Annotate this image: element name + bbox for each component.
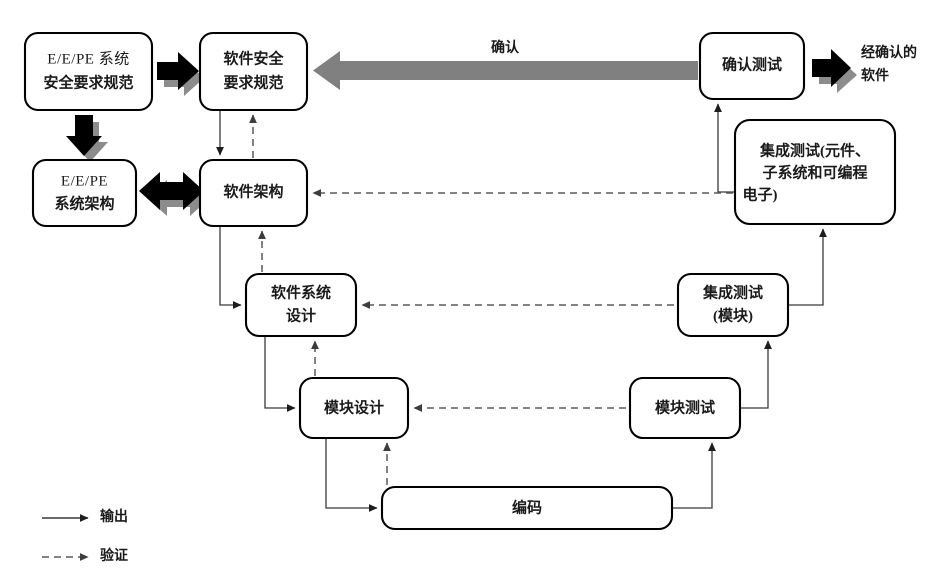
node-label-line-1: 集成测试(元件、 <box>759 141 870 159</box>
validated-software-line-2: 软件 <box>861 67 889 84</box>
node-label-line-1: 编码 <box>512 498 542 516</box>
node-label-line-3: 电子) <box>743 185 778 203</box>
edge-coding-to-module-test <box>672 442 716 509</box>
node-label-line-2: 要求规范 <box>223 73 283 91</box>
thick-arrow-req-to-software-req <box>157 52 204 96</box>
edge-integration-components-to-validation-test <box>714 103 735 193</box>
thick-arrow-validated-software <box>812 49 857 93</box>
node-label-line-2: 安全要求规范 <box>43 73 133 91</box>
node-box-rect[interactable] <box>244 272 358 338</box>
thick-arrow-icon-1 <box>157 52 199 90</box>
node-label-line-1: E/E/PE 系统 <box>47 50 129 67</box>
confirm-arrow-group: 确认 <box>313 39 698 90</box>
node-validation-test[interactable]: 确认测试 <box>698 31 806 101</box>
node-box-rect[interactable] <box>198 158 309 228</box>
output-flow-lines <box>216 103 827 512</box>
node-box-rect[interactable] <box>31 158 138 228</box>
node-label-line-1: 软件架构 <box>223 182 283 200</box>
node-label-line-1: 软件安全 <box>223 49 284 67</box>
node-label-line-1: 模块测试 <box>655 398 715 416</box>
node-box-rect[interactable] <box>23 31 154 112</box>
node-eepe-system-architecture[interactable]: E/E/PE 系统架构 <box>31 158 138 228</box>
confirm-arrow-icon <box>313 51 698 90</box>
thick-arrow-bidirectional-arch <box>139 172 210 216</box>
thick-arrow-icon-4 <box>812 49 851 87</box>
thick-arrow-req-to-system-arch <box>66 115 108 162</box>
thick-arrow-icon-2 <box>66 115 102 156</box>
edge-module-design-to-coding <box>325 438 378 512</box>
node-box-rect[interactable] <box>380 485 674 531</box>
node-module-test[interactable]: 模块测试 <box>628 376 742 440</box>
node-module-design[interactable]: 模块设计 <box>298 376 410 440</box>
node-software-architecture[interactable]: 软件架构 <box>198 158 309 228</box>
edge-system-design-to-module-design <box>264 336 296 412</box>
node-label-line-1: E/E/PE <box>61 173 108 189</box>
validated-software-line-1: 经确认的 <box>861 44 917 61</box>
confirm-arrow-label: 确认 <box>491 39 520 56</box>
node-label-line-2: 设计 <box>286 306 316 324</box>
node-eepe-safety-requirements[interactable]: E/E/PE 系统 安全要求规范 <box>23 31 154 112</box>
legend-item-output: 输出 <box>42 508 128 525</box>
node-label-line-1: 软件系统 <box>271 283 331 301</box>
node-label-line-1: 模块设计 <box>324 398 384 416</box>
node-box-rect[interactable] <box>628 376 742 440</box>
legend-label-output: 输出 <box>100 508 128 525</box>
node-coding[interactable]: 编码 <box>380 485 674 531</box>
node-software-system-design[interactable]: 软件系统 设计 <box>244 272 358 338</box>
node-box-rect[interactable] <box>298 376 410 440</box>
legend: 输出 验证 <box>42 508 128 564</box>
edge-architecture-to-system-design <box>219 226 242 309</box>
node-label-line-2: 系统架构 <box>54 194 114 212</box>
node-integration-test-module[interactable]: 集成测试 (模块) <box>676 272 790 338</box>
node-software-safety-requirements[interactable]: 软件安全 要求规范 <box>198 31 309 112</box>
node-integration-test-components[interactable]: 集成测试(元件、 子系统和可编程 电子) <box>733 118 897 226</box>
node-box-rect[interactable] <box>676 272 790 338</box>
node-label-line-2: 子系统和可编程 <box>762 163 867 181</box>
thick-arrow-icon-3 <box>139 172 204 210</box>
legend-item-verify: 验证 <box>42 547 128 564</box>
validated-software-label: 经确认的 软件 <box>861 44 917 84</box>
node-label-line-2: (模块) <box>713 306 753 324</box>
edge-integration-module-to-integration-components <box>788 228 827 306</box>
verification-lines <box>249 114 733 485</box>
node-label-line-1: 确认测试 <box>722 55 782 73</box>
node-box-rect[interactable] <box>733 118 897 226</box>
edge-module-test-to-integration-module <box>740 340 772 409</box>
node-label-line-1: 集成测试 <box>702 283 763 301</box>
legend-label-verify: 验证 <box>100 547 128 564</box>
node-box-rect[interactable] <box>698 31 806 101</box>
node-box-rect[interactable] <box>198 31 309 112</box>
